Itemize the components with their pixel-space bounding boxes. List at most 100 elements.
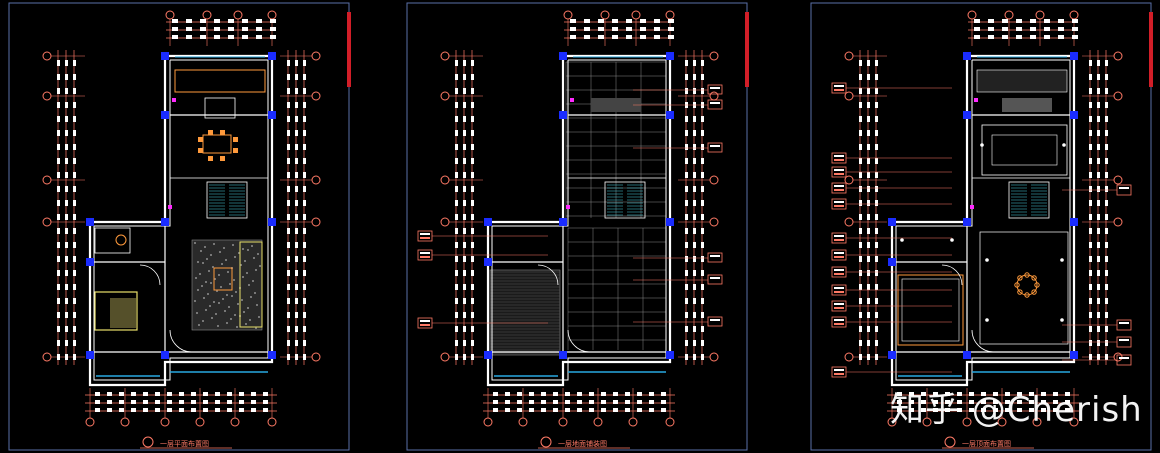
axis-bubble	[593, 417, 603, 427]
dimension-text	[179, 408, 184, 412]
dimension-text	[1105, 354, 1108, 360]
dimension-text	[1097, 172, 1100, 178]
dimension-text	[155, 400, 160, 404]
dimension-text	[303, 200, 306, 206]
dimension-text	[988, 35, 994, 39]
dimension-text	[1105, 270, 1108, 276]
dimension-text	[143, 400, 148, 404]
callout-tag	[831, 166, 847, 178]
dimension-text	[529, 392, 534, 396]
dimension-text	[239, 392, 244, 396]
dimension-text	[626, 19, 632, 23]
callout-tag	[1116, 354, 1132, 366]
dimension-text	[875, 116, 878, 122]
dimension-text	[1105, 186, 1108, 192]
rug-pattern	[194, 300, 196, 302]
dimension-text	[1097, 60, 1100, 66]
rug-pattern	[204, 246, 206, 248]
sheet-plan-furniture: 一层平面布置图	[8, 2, 351, 451]
dimension-text	[1097, 242, 1100, 248]
dimension-text	[172, 35, 178, 39]
dimension-text	[303, 214, 306, 220]
dimension-text	[933, 400, 938, 404]
callout-tag	[707, 84, 723, 95]
sheet-title: 一层顶面布置图	[962, 439, 1011, 448]
dimension-text	[455, 340, 458, 346]
dimension-text	[263, 392, 268, 396]
dimension-text	[1089, 242, 1092, 248]
rug-pattern	[247, 307, 249, 309]
axis-bubble	[440, 91, 450, 101]
structural-column	[1070, 218, 1078, 226]
dimension-text	[57, 228, 60, 234]
rug-pattern	[241, 299, 243, 301]
rug-pattern	[210, 282, 212, 284]
dark-strip	[591, 98, 641, 112]
dimension-text	[471, 116, 474, 122]
dimension-text	[65, 88, 68, 94]
dimension-text	[1089, 228, 1092, 234]
structural-column	[666, 218, 674, 226]
rug-pattern	[234, 256, 236, 258]
dimension-text	[1089, 130, 1092, 136]
dimension-text	[287, 228, 290, 234]
dimension-text	[1065, 392, 1070, 396]
dimension-text	[57, 60, 60, 66]
dimension-text	[859, 116, 862, 122]
marker	[570, 98, 574, 102]
dimension-text	[471, 312, 474, 318]
dimension-text	[65, 298, 68, 304]
dimension-text	[875, 354, 878, 360]
callout-text	[834, 252, 844, 254]
dimension-text	[57, 312, 60, 318]
dimension-text	[693, 200, 696, 206]
rug-pattern	[232, 244, 234, 246]
rug-pattern	[217, 325, 219, 327]
dimension-text	[1089, 284, 1092, 290]
rug-pattern	[211, 317, 213, 319]
dimension-text	[867, 130, 870, 136]
dimension-text	[65, 228, 68, 234]
dimension-text	[1097, 298, 1100, 304]
dimension-text	[1005, 392, 1010, 396]
dimension-text	[57, 74, 60, 80]
dimension-text	[1065, 408, 1070, 412]
dimension-text	[463, 242, 466, 248]
dimension-text	[1017, 392, 1022, 396]
dimension-text	[867, 298, 870, 304]
axis-bubble	[267, 417, 277, 427]
callout-text	[834, 155, 844, 157]
dimension-text	[287, 270, 290, 276]
dimension-text	[1097, 214, 1100, 220]
rug-pattern	[210, 254, 212, 256]
structural-column	[963, 218, 971, 226]
dimension-text	[1097, 74, 1100, 80]
dimension-text	[945, 400, 950, 404]
title-bubble	[540, 436, 552, 448]
dimension-text	[693, 228, 696, 234]
dimension-text	[685, 256, 688, 262]
exterior-wall-inner	[93, 59, 269, 381]
dimension-text	[875, 102, 878, 108]
door-swing	[971, 329, 995, 353]
dimension-text	[239, 408, 244, 412]
dimension-text	[1016, 19, 1022, 23]
dimension-text	[1005, 400, 1010, 404]
dimension-text	[909, 400, 914, 404]
dimension-text	[640, 19, 646, 23]
dimension-text	[119, 408, 124, 412]
dimension-text	[65, 116, 68, 122]
rug-pattern	[195, 277, 197, 279]
dimension-text	[463, 354, 466, 360]
dimension-text	[73, 270, 76, 276]
dimension-text	[584, 27, 590, 31]
dimension-text	[179, 392, 184, 396]
rug-pattern	[258, 316, 260, 318]
structural-column	[559, 111, 567, 119]
dimension-text	[701, 312, 704, 318]
rug-pattern	[249, 319, 251, 321]
rug-pattern	[231, 295, 233, 297]
dimension-text	[859, 326, 862, 332]
rug-pattern	[213, 301, 215, 303]
dimension-text	[993, 392, 998, 396]
